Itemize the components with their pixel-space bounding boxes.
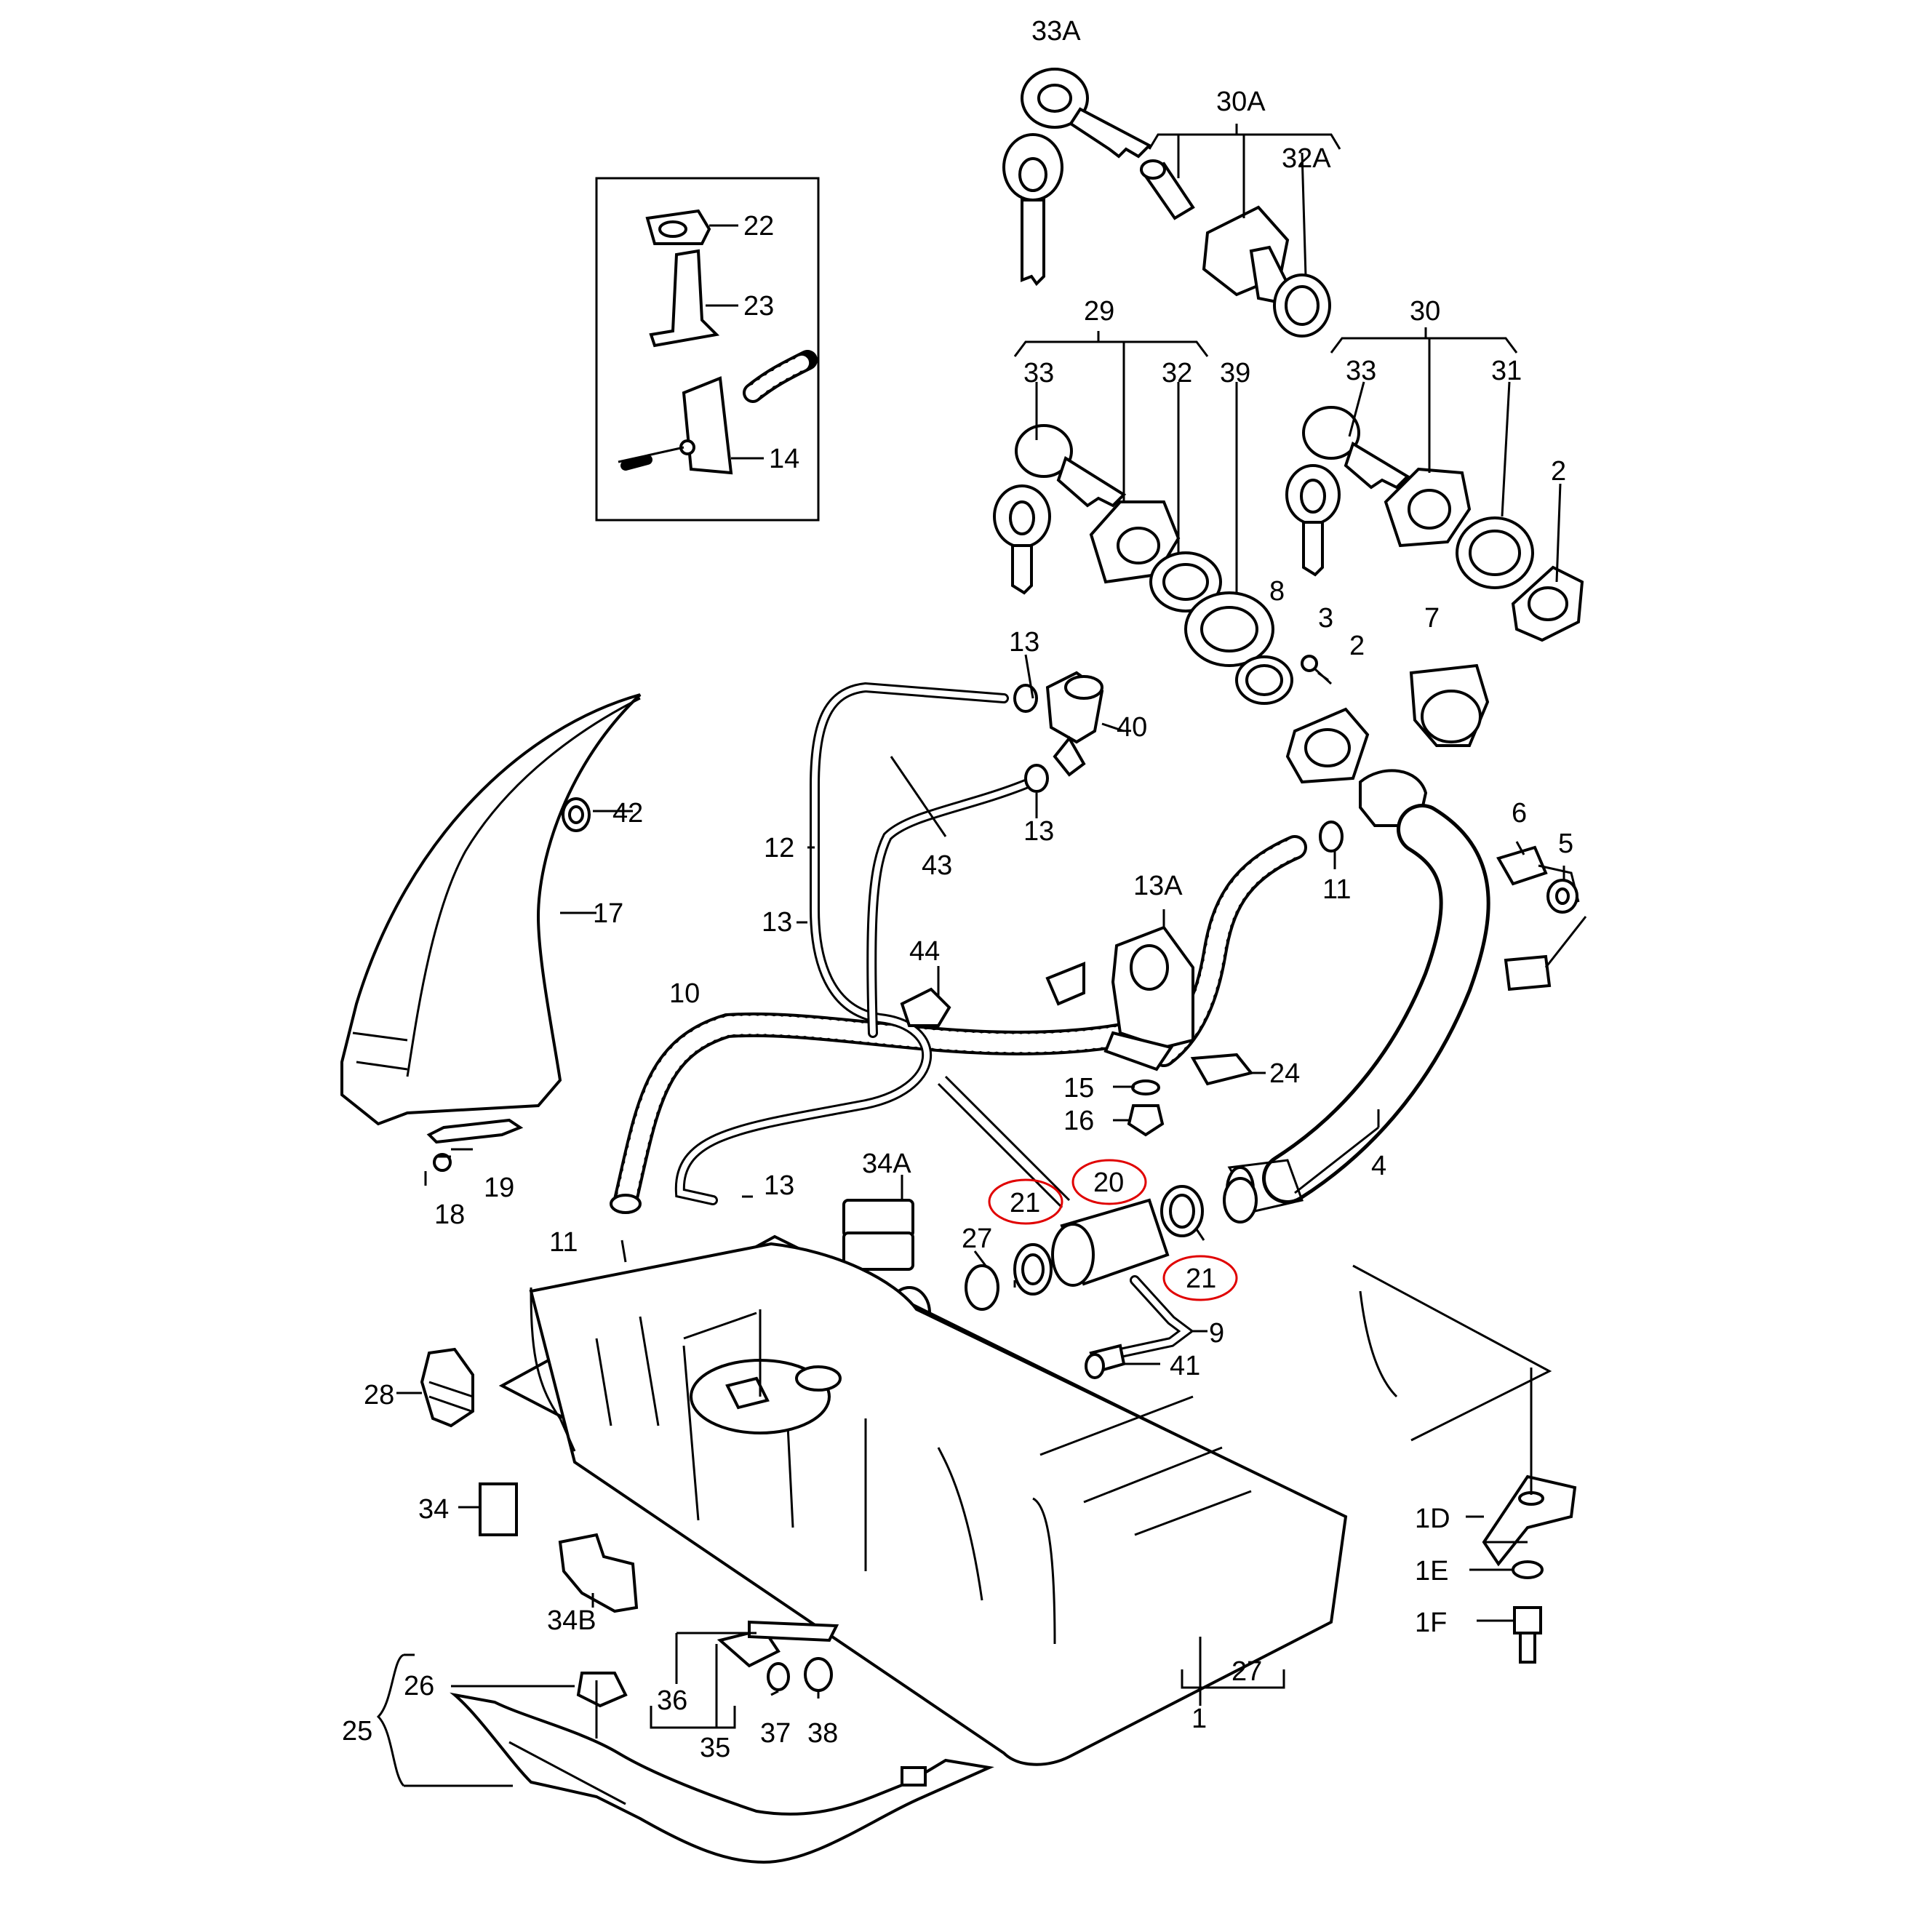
callout-30: 30 bbox=[1410, 296, 1440, 327]
callout-43: 43 bbox=[922, 850, 952, 881]
callout-7: 7 bbox=[1424, 603, 1440, 634]
callout-44: 44 bbox=[909, 936, 940, 967]
highlight-20 bbox=[1071, 1159, 1147, 1205]
leader-lines bbox=[396, 654, 1565, 1699]
part-13A-bracket bbox=[1045, 925, 1254, 1137]
part-22-clip bbox=[645, 209, 711, 245]
callout-16: 16 bbox=[1063, 1106, 1094, 1136]
tank-strap-bracket bbox=[1352, 1264, 1577, 1664]
filler-neck-parts bbox=[1226, 655, 1587, 1213]
callout-17: 17 bbox=[593, 898, 623, 929]
callout-3: 3 bbox=[1318, 603, 1333, 634]
callout-22: 22 bbox=[743, 211, 774, 242]
callout-28: 28 bbox=[364, 1380, 394, 1410]
callout-13-left: 13 bbox=[762, 907, 792, 938]
callout-13A: 13A bbox=[1133, 871, 1183, 901]
callout-24: 24 bbox=[1269, 1058, 1300, 1089]
highlight-markers bbox=[988, 1159, 1238, 1301]
key-set-29 bbox=[993, 424, 1274, 667]
fuel-tank bbox=[498, 1234, 1348, 1766]
callout-1F: 1F bbox=[1415, 1608, 1447, 1638]
key-set-30 bbox=[1285, 406, 1584, 642]
callout-21-right[interactable]: 21 bbox=[1186, 1264, 1216, 1294]
key-set-33A bbox=[1002, 68, 1152, 287]
callout-36: 36 bbox=[657, 1685, 687, 1716]
callout-8: 8 bbox=[1269, 576, 1285, 607]
callout-31: 31 bbox=[1491, 356, 1522, 386]
callout-13-mid: 13 bbox=[1023, 816, 1054, 847]
callout-32: 32 bbox=[1162, 358, 1192, 388]
highlight-21-right bbox=[1162, 1255, 1238, 1301]
callout-27-mid: 27 bbox=[962, 1224, 992, 1254]
callout-32A: 32A bbox=[1282, 143, 1331, 174]
part-40-valve bbox=[1013, 671, 1104, 793]
callout-11-left: 11 bbox=[549, 1227, 578, 1258]
callout-labels: 33A 30A 32A 22 23 14 29 30 33 32 39 33 3… bbox=[342, 16, 1573, 1763]
callout-33-right: 33 bbox=[1346, 356, 1376, 386]
callout-14: 14 bbox=[769, 444, 799, 474]
callout-39: 39 bbox=[1220, 358, 1250, 388]
callout-38: 38 bbox=[807, 1718, 838, 1749]
callout-9: 9 bbox=[1209, 1318, 1224, 1349]
callout-2-mid: 2 bbox=[1349, 631, 1365, 661]
callout-33-left: 33 bbox=[1023, 358, 1054, 388]
hoses bbox=[610, 682, 1344, 1214]
callout-2-top: 2 bbox=[1551, 456, 1566, 487]
callout-10: 10 bbox=[669, 978, 700, 1009]
callout-29: 29 bbox=[1084, 296, 1114, 327]
callout-33A: 33A bbox=[1031, 16, 1081, 47]
callout-15: 15 bbox=[1063, 1073, 1094, 1103]
bracket-lines bbox=[1013, 124, 1562, 593]
callout-37: 37 bbox=[760, 1718, 791, 1749]
highlight-21-left bbox=[988, 1178, 1063, 1225]
callout-1E: 1E bbox=[1415, 1556, 1448, 1586]
callout-6: 6 bbox=[1512, 798, 1527, 829]
inset-box bbox=[595, 177, 820, 522]
callout-1: 1 bbox=[1191, 1704, 1207, 1734]
part-14-mount bbox=[618, 350, 818, 475]
part-23-bracket bbox=[649, 249, 720, 348]
callout-35: 35 bbox=[700, 1733, 730, 1763]
bottom-brackets bbox=[376, 1632, 1285, 1787]
callout-21-left[interactable]: 21 bbox=[1010, 1188, 1040, 1218]
callout-34A: 34A bbox=[862, 1149, 911, 1179]
callout-5: 5 bbox=[1558, 829, 1573, 859]
callout-12: 12 bbox=[764, 833, 794, 863]
callout-30A: 30A bbox=[1216, 87, 1266, 117]
callout-20[interactable]: 20 bbox=[1093, 1167, 1124, 1198]
callout-13-lower: 13 bbox=[764, 1170, 794, 1201]
callout-13-top: 13 bbox=[1009, 627, 1039, 658]
callout-19: 19 bbox=[484, 1173, 514, 1203]
callout-34: 34 bbox=[418, 1494, 449, 1525]
callout-26: 26 bbox=[404, 1671, 434, 1701]
lower-left-parts bbox=[420, 1347, 994, 1864]
clip-parts bbox=[842, 987, 951, 1271]
callout-25: 25 bbox=[342, 1716, 372, 1747]
callout-18: 18 bbox=[434, 1199, 465, 1230]
callout-1D: 1D bbox=[1415, 1504, 1450, 1534]
callout-42: 42 bbox=[612, 798, 643, 829]
callout-4: 4 bbox=[1371, 1151, 1386, 1181]
lock-30A bbox=[1139, 159, 1331, 338]
callout-40: 40 bbox=[1117, 712, 1147, 743]
callout-27-bottom: 27 bbox=[1232, 1656, 1262, 1687]
callout-34B: 34B bbox=[547, 1605, 596, 1636]
callout-11-right: 11 bbox=[1322, 874, 1351, 905]
callout-23: 23 bbox=[743, 291, 774, 322]
wheel-arch-17 bbox=[340, 693, 642, 1172]
callout-41: 41 bbox=[1170, 1351, 1200, 1381]
